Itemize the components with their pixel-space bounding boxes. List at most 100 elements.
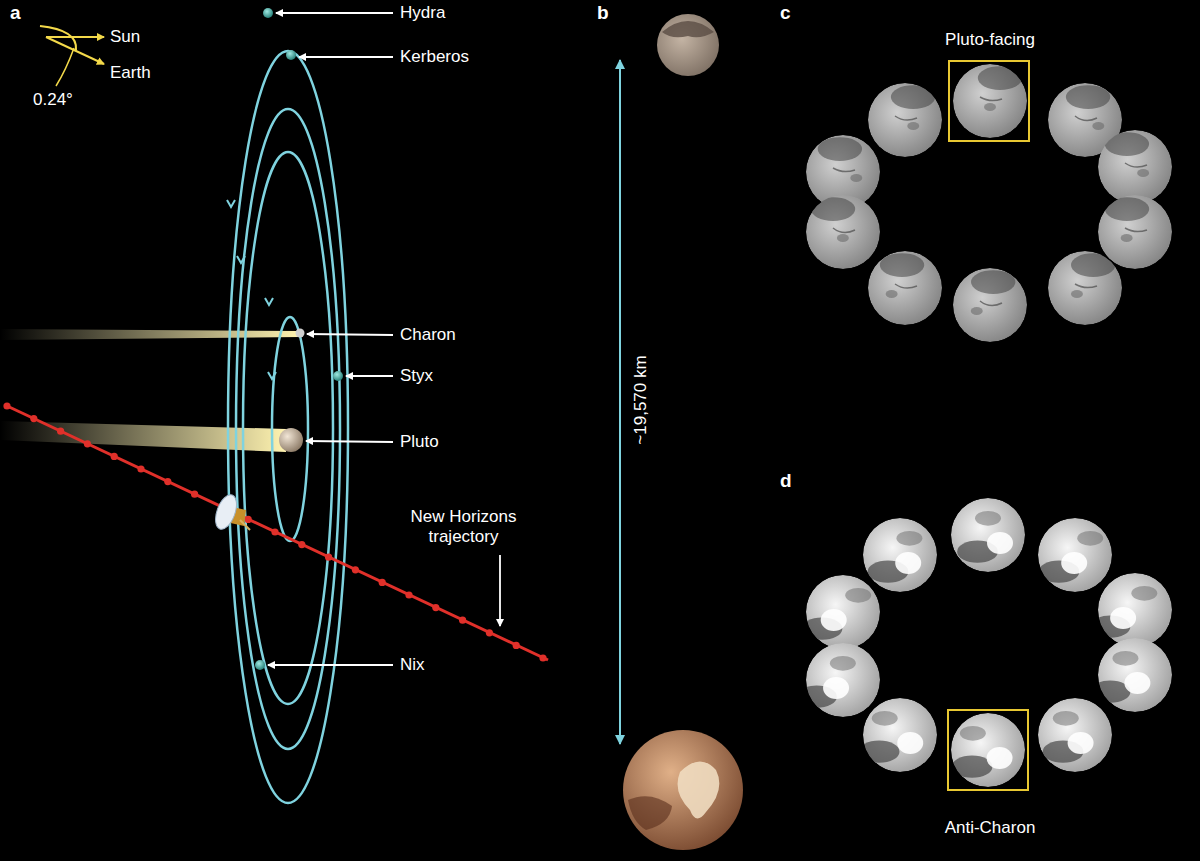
crater <box>1092 122 1104 130</box>
disk-image <box>1038 518 1112 592</box>
moon-label: Hydra <box>400 3 445 23</box>
bright-region <box>1124 672 1150 694</box>
moon-label: Charon <box>400 325 456 345</box>
moon-dot <box>255 660 265 670</box>
disk-image <box>868 251 942 325</box>
leader-arrow <box>499 555 501 626</box>
dark-region <box>1105 132 1149 156</box>
rotation-view <box>951 713 1025 787</box>
crater <box>984 103 996 111</box>
distance-arrow <box>619 60 621 744</box>
leader-arrow <box>346 375 393 377</box>
crater <box>971 307 983 315</box>
bright-region <box>1110 607 1136 629</box>
leader-line <box>56 48 74 86</box>
trajectory-dot <box>84 440 91 447</box>
rotation-view <box>1098 195 1172 269</box>
chasm <box>833 168 855 172</box>
dark-region <box>1105 197 1149 221</box>
orbit-direction <box>227 200 235 207</box>
rotation-view <box>868 251 942 325</box>
disk-image <box>806 195 880 269</box>
charon-polar-region <box>662 21 714 37</box>
dark-region <box>1077 531 1103 546</box>
bright-region <box>823 677 849 699</box>
spacecraft <box>211 492 250 532</box>
crater <box>1071 290 1083 298</box>
angle-arc <box>40 26 76 50</box>
direction-label: Earth <box>110 63 151 83</box>
trajectory-dot <box>432 604 439 611</box>
trajectory-dot <box>459 617 466 624</box>
dark-region <box>891 85 935 109</box>
trajectory-dot <box>111 453 118 460</box>
chasm <box>980 301 1002 306</box>
charon-image <box>657 14 719 76</box>
trajectory-dot <box>57 428 64 435</box>
dark-region <box>1066 85 1110 109</box>
crater <box>1137 169 1149 177</box>
dark-region <box>1071 253 1115 277</box>
dark-region <box>1090 681 1131 703</box>
rotation-view <box>802 575 880 649</box>
moon-dot <box>296 329 305 338</box>
orbit <box>236 109 340 749</box>
dark-region <box>952 756 993 778</box>
dark-region <box>872 711 898 726</box>
trajectory-label: New Horizons trajectory <box>401 507 526 548</box>
rotation-view <box>1098 130 1172 204</box>
disk-image <box>953 64 1027 138</box>
sun-direction <box>46 36 104 38</box>
bright-region <box>821 609 847 631</box>
moon-label: Kerberos <box>400 47 469 67</box>
dark-region <box>811 197 855 221</box>
spacecraft-rtg <box>240 520 250 530</box>
disk-image <box>953 268 1027 342</box>
crater <box>907 122 919 130</box>
moon-label: Nix <box>400 655 425 675</box>
chasm <box>895 284 917 288</box>
dark-region <box>978 66 1022 90</box>
crater <box>850 174 862 182</box>
disk-image <box>1098 130 1172 204</box>
moon-dot <box>286 50 296 60</box>
rotation-view <box>1048 251 1122 325</box>
leader-arrow <box>307 334 393 335</box>
trajectory-line <box>5 405 548 660</box>
trajectory-dot <box>352 566 359 573</box>
trajectory-dot <box>298 541 305 548</box>
orbit-direction <box>268 372 276 379</box>
crater <box>886 290 898 298</box>
leader-arrow <box>299 56 393 58</box>
rotation-view <box>1038 518 1112 592</box>
trajectory-dot <box>405 591 412 598</box>
leader-arrow <box>276 12 393 14</box>
rotation-view <box>806 195 880 269</box>
chasm <box>1125 228 1147 232</box>
chasm <box>1075 284 1097 288</box>
leader-arrow <box>268 664 393 666</box>
view-label: Anti-Charon <box>945 818 1036 838</box>
rotation-view <box>951 498 1025 572</box>
orbit-direction <box>237 256 245 263</box>
trajectory-dot <box>3 402 10 409</box>
dimension-label: ~19,570 km <box>631 355 651 444</box>
chasm <box>1125 163 1147 167</box>
sunlight-band <box>0 329 300 340</box>
crater <box>1121 234 1133 242</box>
panel-letter: c <box>780 2 791 25</box>
trajectory-dot <box>513 642 520 649</box>
angle-label: 0.24° <box>33 90 73 110</box>
rotation-view <box>953 268 1027 342</box>
pluto-heart-region <box>678 761 720 818</box>
rotation-view <box>863 518 937 592</box>
dark-region <box>960 726 986 741</box>
chasm <box>833 228 855 233</box>
planet-dot <box>279 428 303 452</box>
rotation-view <box>1090 573 1172 647</box>
trajectory-dot <box>379 579 386 586</box>
trajectory-dot <box>271 528 278 535</box>
chasm <box>895 116 917 120</box>
